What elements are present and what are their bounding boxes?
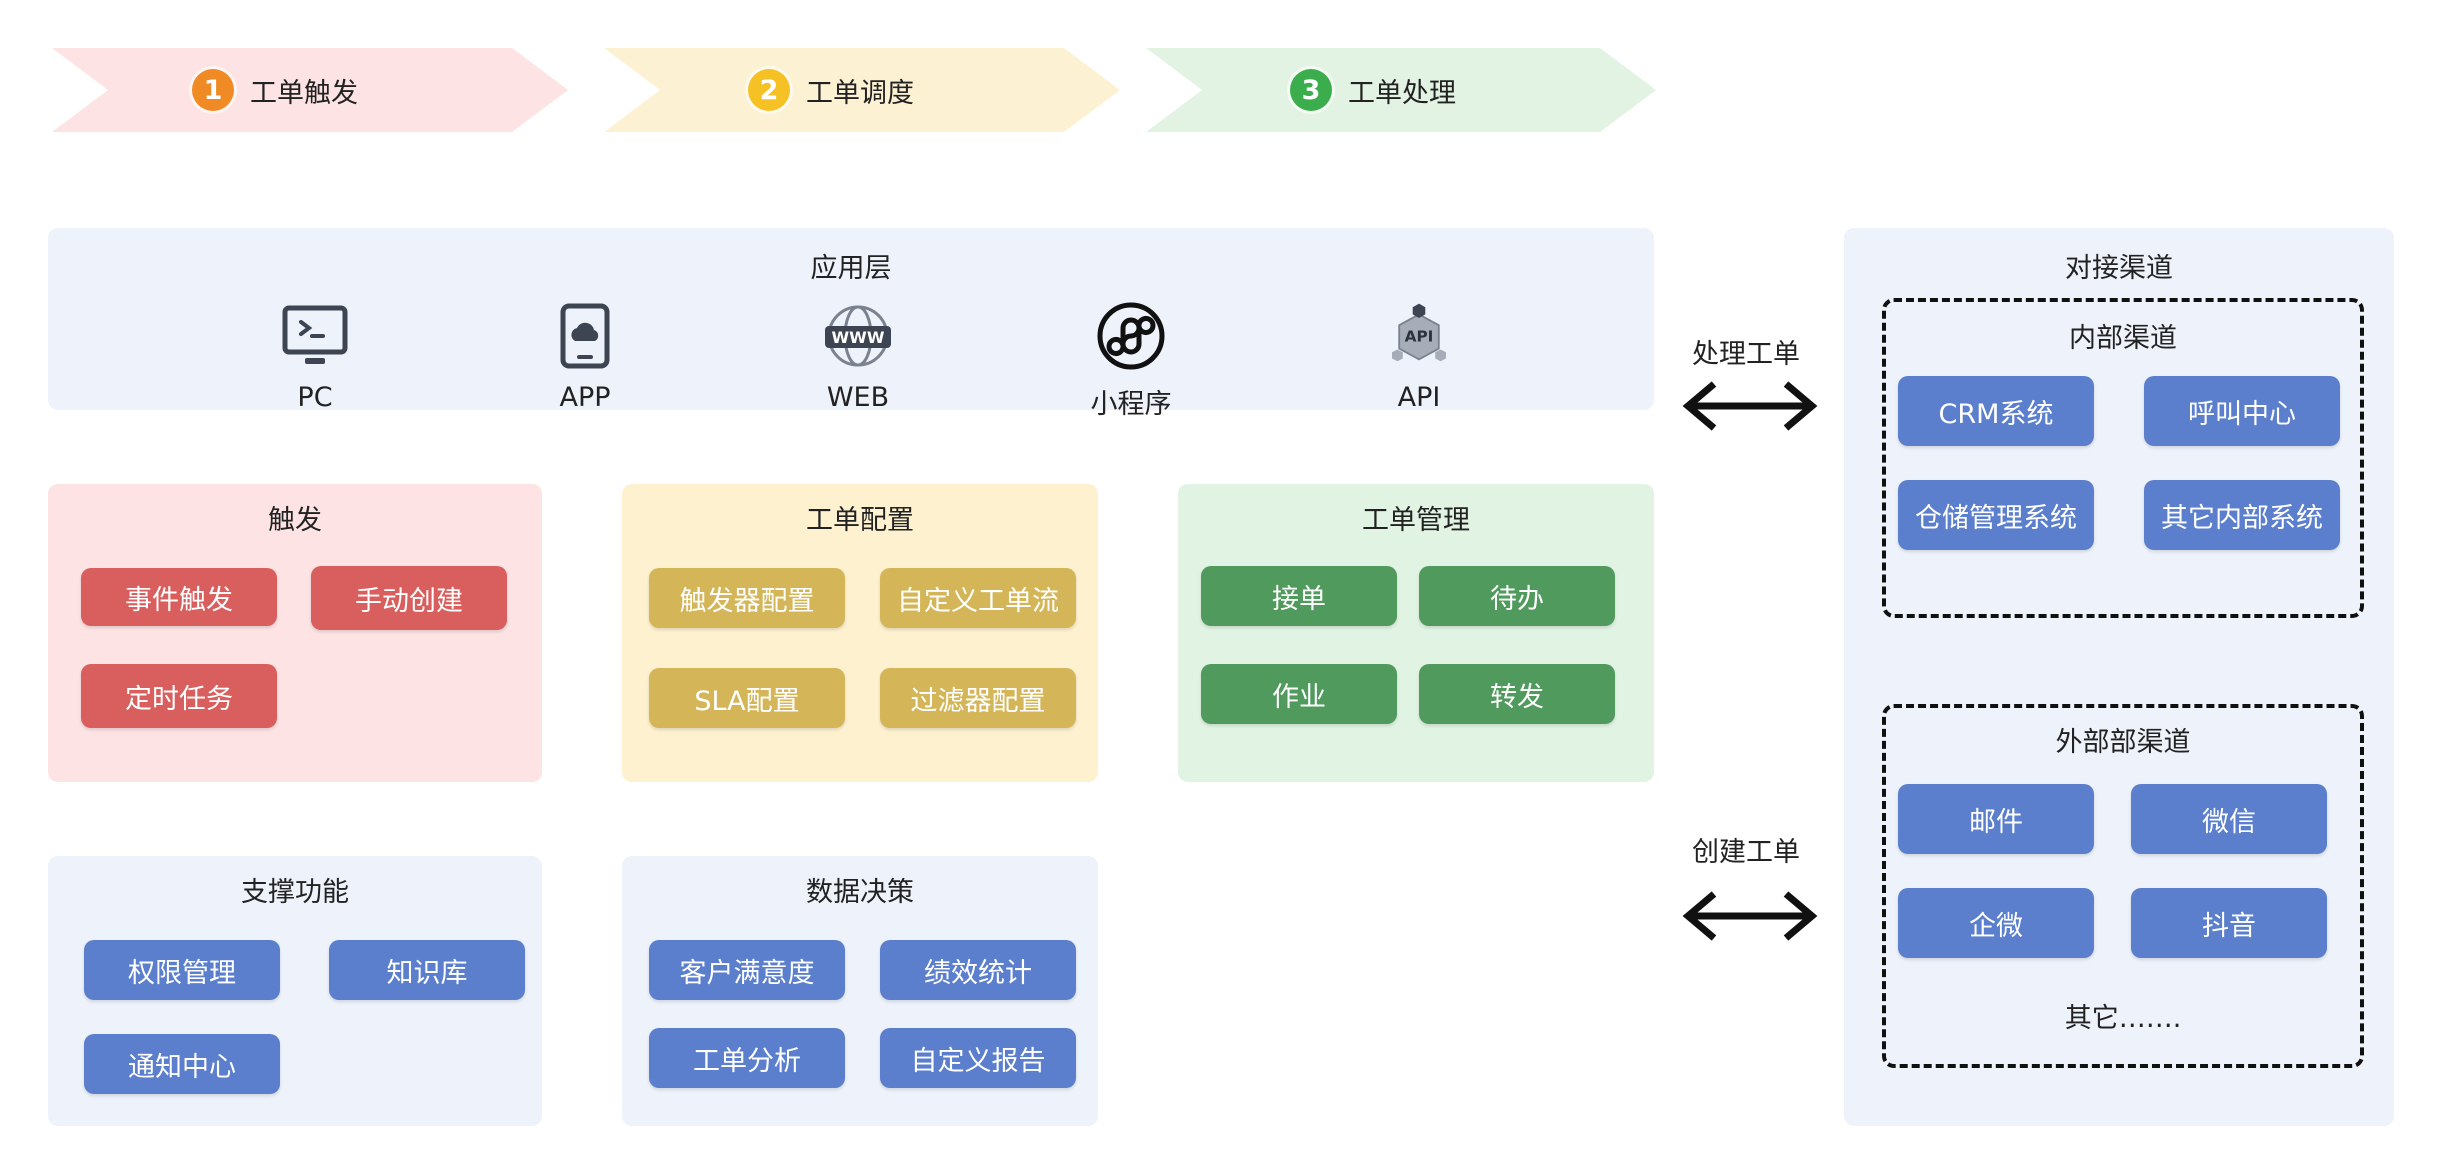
- notification-center-button[interactable]: 通知中心: [84, 1034, 280, 1094]
- internal-channels-box: 内部渠道 CRM系统 呼叫中心 仓储管理系统 其它内部系统: [1882, 298, 2364, 618]
- external-channels-title: 外部部渠道: [2055, 727, 2191, 758]
- api-hex-icon: API: [1383, 300, 1455, 372]
- crm-system-button[interactable]: CRM系统: [1898, 376, 2094, 446]
- chevron-shape: [52, 48, 568, 132]
- step-label: 工单触发: [250, 77, 358, 109]
- step-number-badge: 1: [192, 69, 234, 111]
- scheduled-task-button[interactable]: 定时任务: [81, 664, 277, 728]
- warehouse-system-button[interactable]: 仓储管理系统: [1898, 480, 2094, 550]
- other-channels-text: 其它…….: [2064, 1003, 2182, 1034]
- app-item-api[interactable]: API API: [1349, 300, 1489, 413]
- app-item-label: WEB: [826, 382, 890, 413]
- decision-panel: 数据决策 客户满意度 绩效统计 工单分析 自定义报告: [622, 856, 1098, 1126]
- create-order-label: 创建工单: [1692, 837, 1800, 868]
- app-item-app[interactable]: APP: [515, 300, 655, 413]
- trigger-panel: 触发 事件触发 手动创建 定时任务: [48, 484, 542, 782]
- step-dispatch: 2 工单调度: [604, 48, 1120, 132]
- app-item-label: 小程序: [1090, 389, 1172, 420]
- custom-report-button[interactable]: 自定义报告: [880, 1028, 1076, 1088]
- wechat-button[interactable]: 微信: [2131, 784, 2327, 854]
- filter-config-button[interactable]: 过滤器配置: [880, 668, 1076, 728]
- permission-button[interactable]: 权限管理: [84, 940, 280, 1000]
- chevron-shape: [604, 48, 1120, 132]
- step-trigger: 1 工单触发: [52, 48, 568, 132]
- order-analysis-button[interactable]: 工单分析: [649, 1028, 845, 1088]
- internal-channels-title: 内部渠道: [2069, 323, 2177, 354]
- channels-title: 对接渠道: [2065, 253, 2173, 284]
- app-item-pc[interactable]: PC: [245, 300, 385, 413]
- app-layer-title: 应用层: [810, 253, 892, 284]
- svg-text:API: API: [1405, 327, 1434, 345]
- accept-order-button[interactable]: 接单: [1201, 566, 1397, 626]
- call-center-button[interactable]: 呼叫中心: [2144, 376, 2340, 446]
- forward-button[interactable]: 转发: [1419, 664, 1615, 724]
- mobile-cloud-icon: [549, 300, 621, 372]
- trigger-config-button[interactable]: 触发器配置: [649, 568, 845, 628]
- mini-program-icon: [1095, 300, 1167, 372]
- decision-title: 数据决策: [806, 877, 914, 908]
- app-item-label: APP: [559, 382, 611, 413]
- bidirectional-arrow-icon: [1682, 381, 1818, 431]
- app-item-web[interactable]: WWW WEB: [788, 300, 928, 413]
- app-item-miniprogram[interactable]: 小程序: [1061, 300, 1201, 421]
- todo-button[interactable]: 待办: [1419, 566, 1615, 626]
- bidirectional-arrow-icon: [1682, 891, 1818, 941]
- other-internal-button[interactable]: 其它内部系统: [2144, 480, 2340, 550]
- sla-config-button[interactable]: SLA配置: [649, 668, 845, 728]
- process-order-label: 处理工单: [1692, 339, 1800, 370]
- step-label: 工单调度: [806, 77, 914, 109]
- performance-stats-button[interactable]: 绩效统计: [880, 940, 1076, 1000]
- www-globe-icon: WWW: [822, 300, 894, 372]
- step-number-badge: 3: [1290, 69, 1332, 111]
- satisfaction-button[interactable]: 客户满意度: [649, 940, 845, 1000]
- manage-panel: 工单管理 接单 待办 作业 转发: [1178, 484, 1654, 782]
- config-panel: 工单配置 触发器配置 自定义工单流 SLA配置 过滤器配置: [622, 484, 1098, 782]
- operation-button[interactable]: 作业: [1201, 664, 1397, 724]
- external-channels-box: 外部部渠道 邮件 微信 企微 抖音 其它…….: [1882, 704, 2364, 1068]
- event-trigger-button[interactable]: 事件触发: [81, 568, 277, 626]
- douyin-button[interactable]: 抖音: [2131, 888, 2327, 958]
- chevron-shape: [1146, 48, 1656, 132]
- step-number-badge: 2: [748, 69, 790, 111]
- step-label: 工单处理: [1348, 77, 1456, 109]
- config-title: 工单配置: [806, 505, 914, 536]
- app-layer-panel: 应用层: [48, 228, 1654, 410]
- custom-flow-button[interactable]: 自定义工单流: [880, 568, 1076, 628]
- manual-create-button[interactable]: 手动创建: [311, 566, 507, 630]
- manage-title: 工单管理: [1362, 505, 1470, 536]
- support-title: 支撑功能: [241, 877, 349, 908]
- app-item-label: API: [1397, 382, 1441, 413]
- support-panel: 支撑功能 权限管理 知识库 通知中心: [48, 856, 542, 1126]
- wecom-button[interactable]: 企微: [1898, 888, 2094, 958]
- step-process: 3 工单处理: [1146, 48, 1656, 132]
- knowledge-base-button[interactable]: 知识库: [329, 940, 525, 1000]
- email-button[interactable]: 邮件: [1898, 784, 2094, 854]
- terminal-monitor-icon: [279, 300, 351, 372]
- svg-text:WWW: WWW: [832, 328, 885, 347]
- app-item-label: PC: [297, 382, 333, 413]
- trigger-title: 触发: [268, 505, 322, 536]
